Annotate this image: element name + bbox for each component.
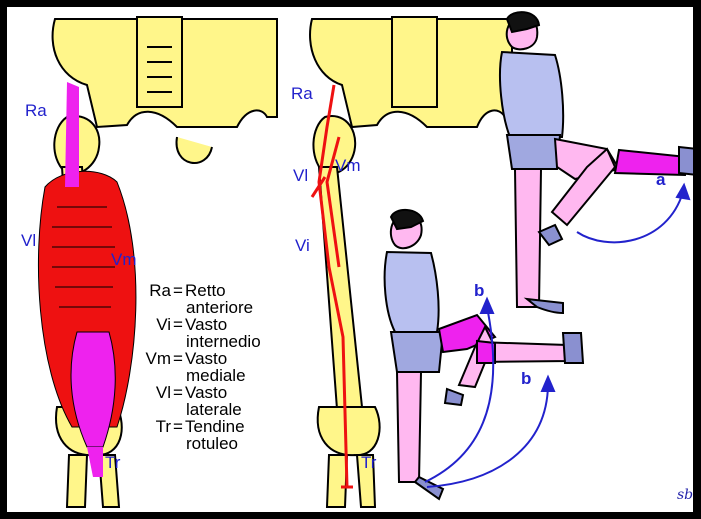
legend-text: Vasto: [185, 350, 227, 367]
figure-top: [500, 12, 693, 313]
label-a: a: [656, 171, 665, 188]
label-b-bottom: b: [521, 370, 531, 387]
legend-equals: =: [171, 418, 185, 435]
legend: Ra=Retto anteriore Vi=Vasto internedio V…: [135, 282, 261, 452]
legend-item: Ra=Retto anteriore: [135, 282, 261, 316]
legend-abbr: Tr: [135, 418, 171, 435]
legend-equals: =: [171, 350, 185, 367]
label-left-ra: Ra: [25, 102, 47, 119]
legend-text-cont: internedio: [135, 333, 261, 350]
legend-item: Vl=Vasto laterale: [135, 384, 261, 418]
middle-pelvis: [310, 17, 512, 174]
legend-text: Vasto: [185, 316, 227, 333]
label-left-tr: Tr: [105, 454, 120, 471]
legend-item: Vm=Vasto mediale: [135, 350, 261, 384]
label-middle-tr: Tr: [361, 454, 376, 471]
label-middle-vl: Vl: [293, 167, 308, 184]
legend-text-cont: mediale: [135, 367, 261, 384]
legend-text-cont: anteriore: [135, 299, 261, 316]
legend-abbr: Vm: [135, 350, 171, 367]
label-middle-vm: Vm: [335, 157, 361, 174]
legend-text: Retto: [185, 282, 226, 299]
legend-item: Tr=Tendine rotuleo: [135, 418, 261, 452]
artist-signature: sb: [677, 487, 693, 503]
left-pelvis: [53, 17, 277, 174]
label-middle-ra: Ra: [291, 85, 313, 102]
anatomy-illustration: [7, 7, 693, 512]
legend-text-cont: rotuleo: [135, 435, 261, 452]
legend-text: Vasto: [185, 384, 227, 401]
diagram-panel: Ra Vl Vm Tr Ra Vm Vl Vi Tr a b b Ra=Rett…: [7, 7, 693, 512]
legend-equals: =: [171, 384, 185, 401]
legend-text: Tendine: [185, 418, 245, 435]
label-left-vm: Vm: [111, 251, 137, 268]
label-b-top: b: [474, 282, 484, 299]
label-left-vl: Vl: [21, 232, 36, 249]
legend-item: Vi=Vasto internedio: [135, 316, 261, 350]
legend-equals: =: [171, 316, 185, 333]
legend-text-cont: laterale: [135, 401, 261, 418]
legend-equals: =: [171, 282, 185, 299]
label-middle-vi: Vi: [295, 237, 310, 254]
legend-abbr: Vi: [135, 316, 171, 333]
figure-bottom: [385, 210, 583, 499]
legend-abbr: Vl: [135, 384, 171, 401]
legend-abbr: Ra: [135, 282, 171, 299]
